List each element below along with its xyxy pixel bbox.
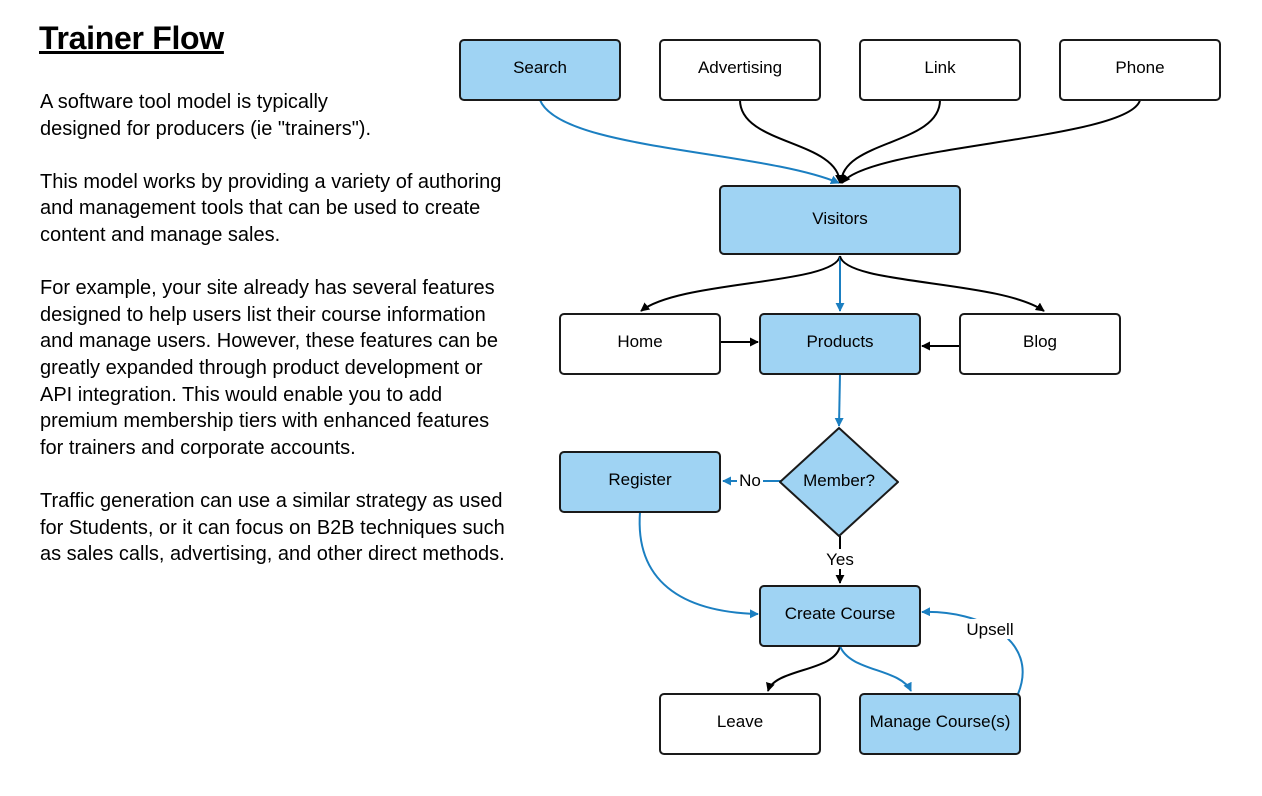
node-search-label: Search [513,58,567,77]
edge-label-upsell: Upsell [966,620,1013,639]
edge-register-create-course [638,511,759,619]
node-manage-courses: Manage Course(s) [859,693,1021,755]
node-register-label: Register [608,470,672,489]
paragraph-intro: A software tool model is typically desig… [40,91,372,140]
paragraph-model: This model works by providing a variety … [40,170,502,246]
node-advertising-label: Advertising [698,58,782,77]
edge-visitors-home [640,255,841,312]
node-search: Search [459,39,621,101]
node-leave-label: Leave [717,712,763,731]
node-member-label: Member? [803,471,875,490]
node-member-decision: Member? [779,427,899,537]
page-title: Trainer Flow [39,20,224,56]
node-phone: Phone [1059,39,1221,101]
paragraph-example: For example, your site already has sever… [40,277,499,459]
edge-search-visitors [539,99,840,185]
edge-label-yes: Yes [826,550,854,569]
edge-create-course-manage [839,645,912,692]
node-products: Products [759,313,921,375]
paragraph-traffic: Traffic generation can use a similar str… [40,489,505,566]
node-blog-label: Blog [1023,332,1057,351]
node-home: Home [559,313,721,375]
node-manage-courses-label: Manage Course(s) [870,712,1011,731]
node-register: Register [559,451,721,513]
node-blog: Blog [959,313,1121,375]
node-phone-label: Phone [1115,58,1164,77]
description-text: A software tool model is typically desig… [40,89,515,594]
edge-advertising-visitors [739,99,845,184]
edge-link-visitors [836,99,941,184]
node-link-label: Link [924,58,956,77]
node-leave: Leave [659,693,821,755]
node-visitors: Visitors [719,185,961,255]
node-link: Link [859,39,1021,101]
node-advertising: Advertising [659,39,821,101]
edge-label-no: No [739,471,761,490]
edge-visitors-blog [839,255,1045,312]
node-home-label: Home [617,332,662,351]
node-visitors-label: Visitors [812,209,867,228]
node-products-label: Products [806,332,873,351]
edge-create-course-leave [766,645,841,692]
edge-phone-visitors [841,99,1141,184]
edge-products-member [834,373,844,427]
node-create-course: Create Course [759,585,921,647]
node-create-course-label: Create Course [785,604,896,623]
